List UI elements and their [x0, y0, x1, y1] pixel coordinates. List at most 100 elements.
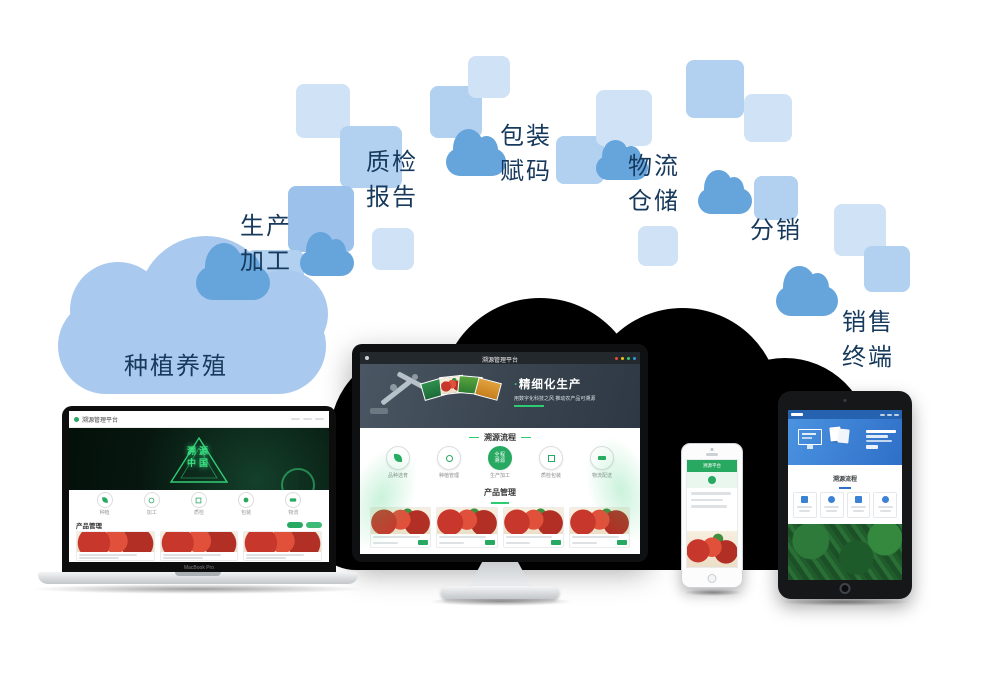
feature-card	[819, 491, 844, 518]
monitor-flow-section-title: 溯源流程	[484, 433, 516, 442]
flow-stage-text: 仓储	[628, 187, 680, 215]
device-shadow	[780, 598, 910, 606]
laptop-flow-label: 包装	[241, 510, 252, 516]
laptop-flow-icons-row: 种植 加工 质检 包装	[69, 490, 329, 518]
title-underline	[491, 502, 509, 504]
flow-stage-text: 生产	[240, 213, 292, 240]
cloud-icon	[698, 170, 752, 214]
laptop-flow-item: 包装	[238, 492, 255, 516]
logo-icon	[791, 413, 803, 416]
laptop-hero-line: 溯源	[186, 445, 212, 456]
monitor-hero-subtitle: 用数字化科技之风 推动农产品可溯源	[514, 396, 596, 402]
photo-card	[474, 377, 502, 401]
tablet-section1-title: 溯源流程	[832, 477, 857, 483]
mosaic-tile	[864, 246, 910, 292]
trace-tag-button	[617, 540, 627, 545]
truck-icon	[590, 446, 614, 470]
title-dash	[521, 436, 531, 439]
monitor-stand-base	[441, 586, 559, 599]
leaf-icon	[96, 492, 113, 508]
list-item	[691, 498, 723, 501]
wireframe-triangle-icon	[169, 436, 229, 483]
phone-product-photo	[687, 531, 737, 567]
flow-circle-label: 品种选育	[376, 472, 420, 479]
apple-menu-icon	[365, 356, 369, 360]
mosaic-tile	[372, 228, 414, 270]
list-item	[691, 505, 727, 508]
laptop-mockup: 溯源管理平台 溯源 中国	[38, 404, 360, 590]
mosaic-tile	[596, 90, 652, 146]
flow-stage-text: 终端	[842, 343, 894, 371]
report-icon	[190, 492, 207, 508]
phone-body: 溯源平台	[681, 443, 743, 588]
mosaic-tile	[556, 136, 604, 184]
phone-screen: 溯源平台	[686, 459, 738, 568]
feature-card	[873, 491, 897, 518]
product-photo	[371, 508, 431, 534]
trace-center-badge: 全程 溯源	[488, 446, 512, 470]
tablet-hero-textlines	[866, 430, 896, 449]
glow-ring-icon	[281, 468, 315, 490]
flow-circle-label: 生产加工	[489, 473, 510, 479]
home-button	[707, 574, 717, 583]
monitor-hero-title: 精细化生产	[518, 379, 582, 391]
mosaic-tile	[686, 60, 744, 118]
cloud-icon	[196, 242, 270, 300]
laptop-product-cards	[69, 531, 329, 562]
laptop-flow-item: 种植	[96, 492, 113, 516]
flow-stage-text: 报告	[366, 183, 418, 211]
gear-icon	[143, 492, 160, 508]
laptop-screen: 溯源管理平台 溯源 中国	[69, 411, 329, 562]
product-card	[76, 531, 155, 561]
laptop-flow-label: 种植	[99, 510, 110, 516]
laptop-action-button	[306, 521, 322, 528]
home-button	[839, 583, 851, 594]
tablet-screen: 溯源流程	[788, 410, 902, 580]
flow-circle-label: 质检包装	[540, 473, 561, 479]
mosaic-tile	[638, 226, 678, 266]
status-dot-icon	[615, 356, 618, 360]
phone-list	[687, 488, 737, 508]
flow-stage-text: 包装	[500, 123, 552, 150]
mosaic-tile	[744, 94, 792, 142]
document-sheet-icon	[837, 428, 850, 444]
tablet-hero-banner	[788, 419, 902, 465]
laptop-site-navbar: 溯源管理平台	[69, 411, 329, 428]
flow-stage-distribution: 分销	[750, 214, 802, 249]
flow-stage-retail-terminal: 销售 终端	[842, 306, 894, 376]
tablet-section1: 溯源流程	[788, 465, 902, 518]
cloud-icon	[776, 265, 838, 316]
earpiece-icon	[706, 453, 718, 456]
flow-circle-label: 物流配送	[580, 472, 624, 479]
list-item	[691, 492, 731, 495]
status-dot-icon	[633, 356, 636, 360]
flow-stage-text: 加工	[240, 247, 292, 275]
hero-underline	[514, 405, 544, 407]
laptop-brand-label: MacBook Pro	[183, 565, 214, 571]
feature-icon	[828, 495, 836, 503]
laptop-lid: 溯源管理平台 溯源 中国	[62, 406, 336, 572]
nav-menu-item	[894, 413, 899, 416]
package-icon	[539, 446, 563, 470]
flow-circle-label: 种植管理	[438, 473, 459, 479]
flow-circle-item: 种植管理	[427, 446, 471, 479]
laptop-site-title: 溯源管理平台	[82, 417, 119, 424]
product-photo	[437, 508, 497, 534]
product-photo	[77, 532, 154, 552]
laptop-flow-label: 加工	[146, 510, 157, 516]
cloud-shape	[58, 298, 326, 394]
monitor-flow-circles: 品种选育 种植管理 全程 溯源 生产加工	[360, 446, 640, 479]
monitor-outline-icon	[798, 429, 822, 445]
monitor-screen: 溯源管理平台	[360, 352, 640, 554]
monitor-bezel: 溯源管理平台	[352, 344, 648, 562]
tablet-produce-photo	[788, 524, 902, 580]
flow-circle-item: 质检包装	[529, 446, 573, 479]
monitor-flow-title-row: 溯源流程	[360, 432, 640, 443]
cloud-icon	[300, 232, 354, 276]
cloud-icon	[446, 128, 506, 176]
monitor-products-title-block: 产品管理	[360, 482, 640, 504]
truck-icon	[285, 492, 302, 508]
desktop-monitor-mockup: 溯源管理平台	[350, 342, 650, 604]
tablet-mockup: 溯源流程	[778, 391, 914, 603]
product-card	[370, 507, 432, 548]
